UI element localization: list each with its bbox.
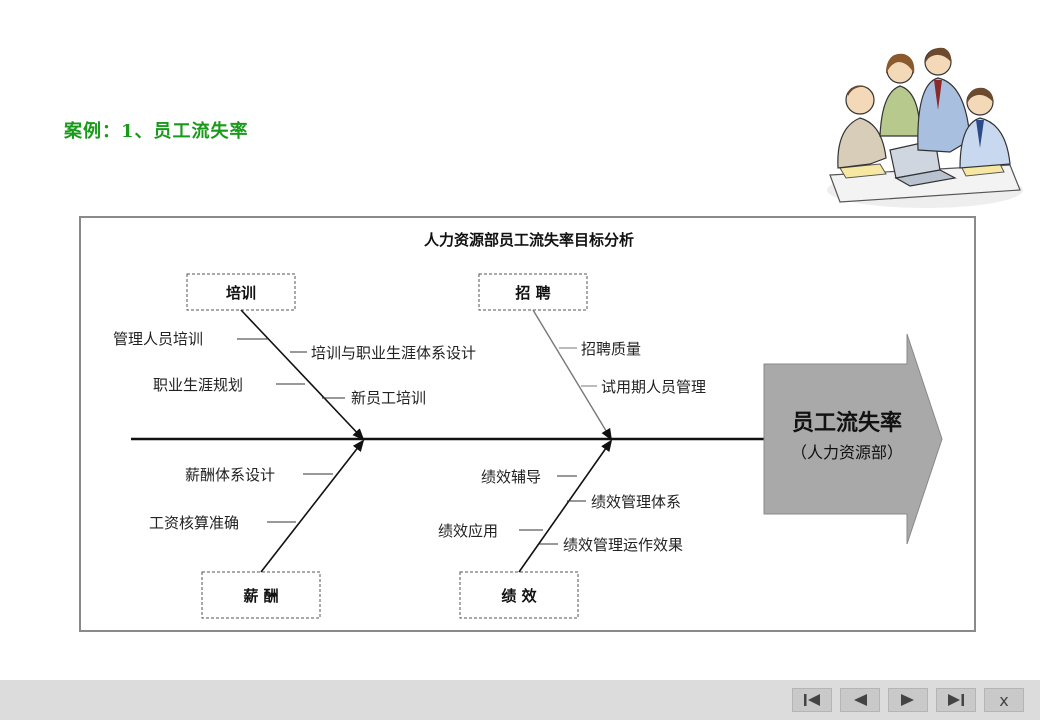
effect-head-arrow <box>763 333 943 545</box>
slide-title: 案例：1、员工流失率 <box>64 121 249 142</box>
effect-subtitle: （人力资源部） <box>791 443 903 462</box>
cause-label: 招聘质量 <box>581 340 641 358</box>
category-box-performance <box>459 571 579 619</box>
fishbone-diagram: 人力资源部员工流失率目标分析 员工流失率 （人力资源部） 培训 招 聘 薪 酬 … <box>79 216 976 632</box>
prev-page-button[interactable] <box>840 688 880 712</box>
cause-label: 薪酬体系设计 <box>185 466 275 484</box>
category-recruitment: 招 聘 <box>515 284 550 302</box>
bone-performance <box>518 439 613 573</box>
category-box-compensation <box>201 571 321 619</box>
cause-label: 新员工培训 <box>351 389 426 407</box>
effect-title: 员工流失率 <box>792 410 902 436</box>
diagram-title: 人力资源部员工流失率目标分析 <box>424 231 634 249</box>
slide-footer-bar <box>0 680 1040 720</box>
bone-recruitment <box>532 309 613 441</box>
cause-label: 职业生涯规划 <box>153 376 243 394</box>
category-box-recruitment <box>478 273 588 311</box>
fishbone-svg: 人力资源部员工流失率目标分析 员工流失率 （人力资源部） 培训 招 聘 薪 酬 … <box>113 231 943 619</box>
cause-label: 绩效辅导 <box>481 468 541 486</box>
close-button[interactable]: x <box>984 688 1024 712</box>
next-page-icon <box>901 694 914 706</box>
bone-training <box>240 309 365 441</box>
category-box-training <box>186 273 296 311</box>
cause-label: 绩效应用 <box>438 522 498 540</box>
next-page-button[interactable] <box>888 688 928 712</box>
category-training: 培训 <box>226 284 256 302</box>
cause-label: 管理人员培训 <box>113 330 203 348</box>
people-meeting-illustration <box>827 47 1023 208</box>
last-page-icon <box>948 694 964 706</box>
bone-compensation <box>260 439 365 573</box>
cause-label: 绩效管理运作效果 <box>563 536 683 554</box>
first-page-button[interactable] <box>792 688 832 712</box>
cause-label: 试用期人员管理 <box>601 378 706 396</box>
category-performance: 绩 效 <box>501 587 537 605</box>
cause-label: 绩效管理体系 <box>591 493 681 511</box>
cause-label: 工资核算准确 <box>149 514 239 532</box>
first-page-icon <box>804 694 820 706</box>
last-page-button[interactable] <box>936 688 976 712</box>
category-compensation: 薪 酬 <box>243 587 278 605</box>
prev-page-icon <box>854 694 867 706</box>
cause-label: 培训与职业生涯体系设计 <box>311 344 476 362</box>
